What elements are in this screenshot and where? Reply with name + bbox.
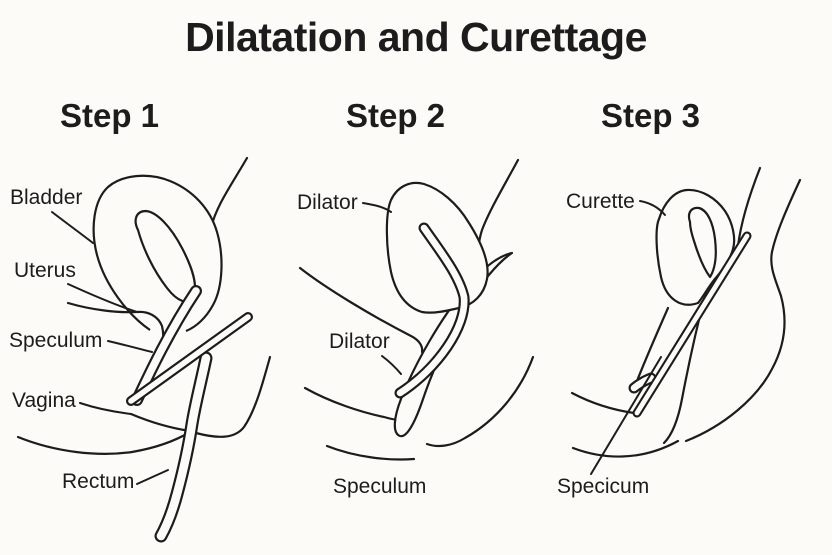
speculum-blade	[628, 372, 657, 394]
rectum-leader	[136, 469, 169, 485]
step-3-heading: Step 3	[601, 97, 701, 134]
abdomen-line	[736, 166, 762, 248]
page-title: Dilatation and Curettage	[185, 14, 647, 60]
step-2-drawing	[298, 158, 535, 461]
uterine-cavity	[134, 209, 197, 303]
label-dilator-bottom: Dilator	[329, 330, 390, 353]
label-specicum: Specicum	[557, 475, 650, 498]
rectum-tube	[154, 351, 213, 543]
bladder-leader	[51, 211, 94, 244]
anterior-vaginal-wall	[66, 301, 138, 314]
vagina-leader	[79, 402, 132, 415]
buttock-curve	[425, 355, 535, 448]
uterus-leader	[67, 283, 138, 313]
label-vagina: Vagina	[12, 389, 76, 412]
step-3-drawing	[570, 166, 802, 475]
perineum-curve	[16, 430, 192, 455]
dilator-rod	[394, 222, 470, 399]
curette-leader	[639, 200, 666, 216]
label-bladder: Bladder	[10, 186, 83, 209]
mons-line	[570, 391, 636, 415]
label-uterus: Uterus	[14, 259, 76, 282]
abdomen-line	[477, 158, 520, 264]
speculum-leader	[107, 340, 153, 353]
label-speculum-2: Speculum	[333, 475, 427, 498]
label-curette: Curette	[566, 190, 635, 213]
step-1-heading: Step 1	[60, 97, 160, 134]
dilator-top-leader	[362, 202, 392, 213]
dilator-bottom-leader	[381, 355, 402, 375]
uterine-cavity	[687, 206, 717, 279]
perineum-curve	[325, 444, 416, 461]
front-upper-line	[298, 266, 424, 354]
perineum-curve	[571, 439, 680, 458]
label-dilator-top: Dilator	[297, 191, 358, 214]
curette-rod	[632, 231, 752, 418]
mons-line	[303, 386, 402, 422]
step-2-heading: Step 2	[346, 97, 446, 134]
body-outline-right	[684, 178, 802, 443]
label-rectum: Rectum	[62, 470, 135, 493]
anterior-canal-wall	[635, 306, 670, 383]
buttock-curve	[194, 355, 272, 438]
step-1-drawing	[16, 156, 272, 543]
label-speculum: Speculum	[9, 329, 103, 352]
speculum-handle	[126, 312, 253, 406]
posterior-vaginal-wall	[129, 412, 192, 433]
speculum-leader	[590, 356, 662, 475]
